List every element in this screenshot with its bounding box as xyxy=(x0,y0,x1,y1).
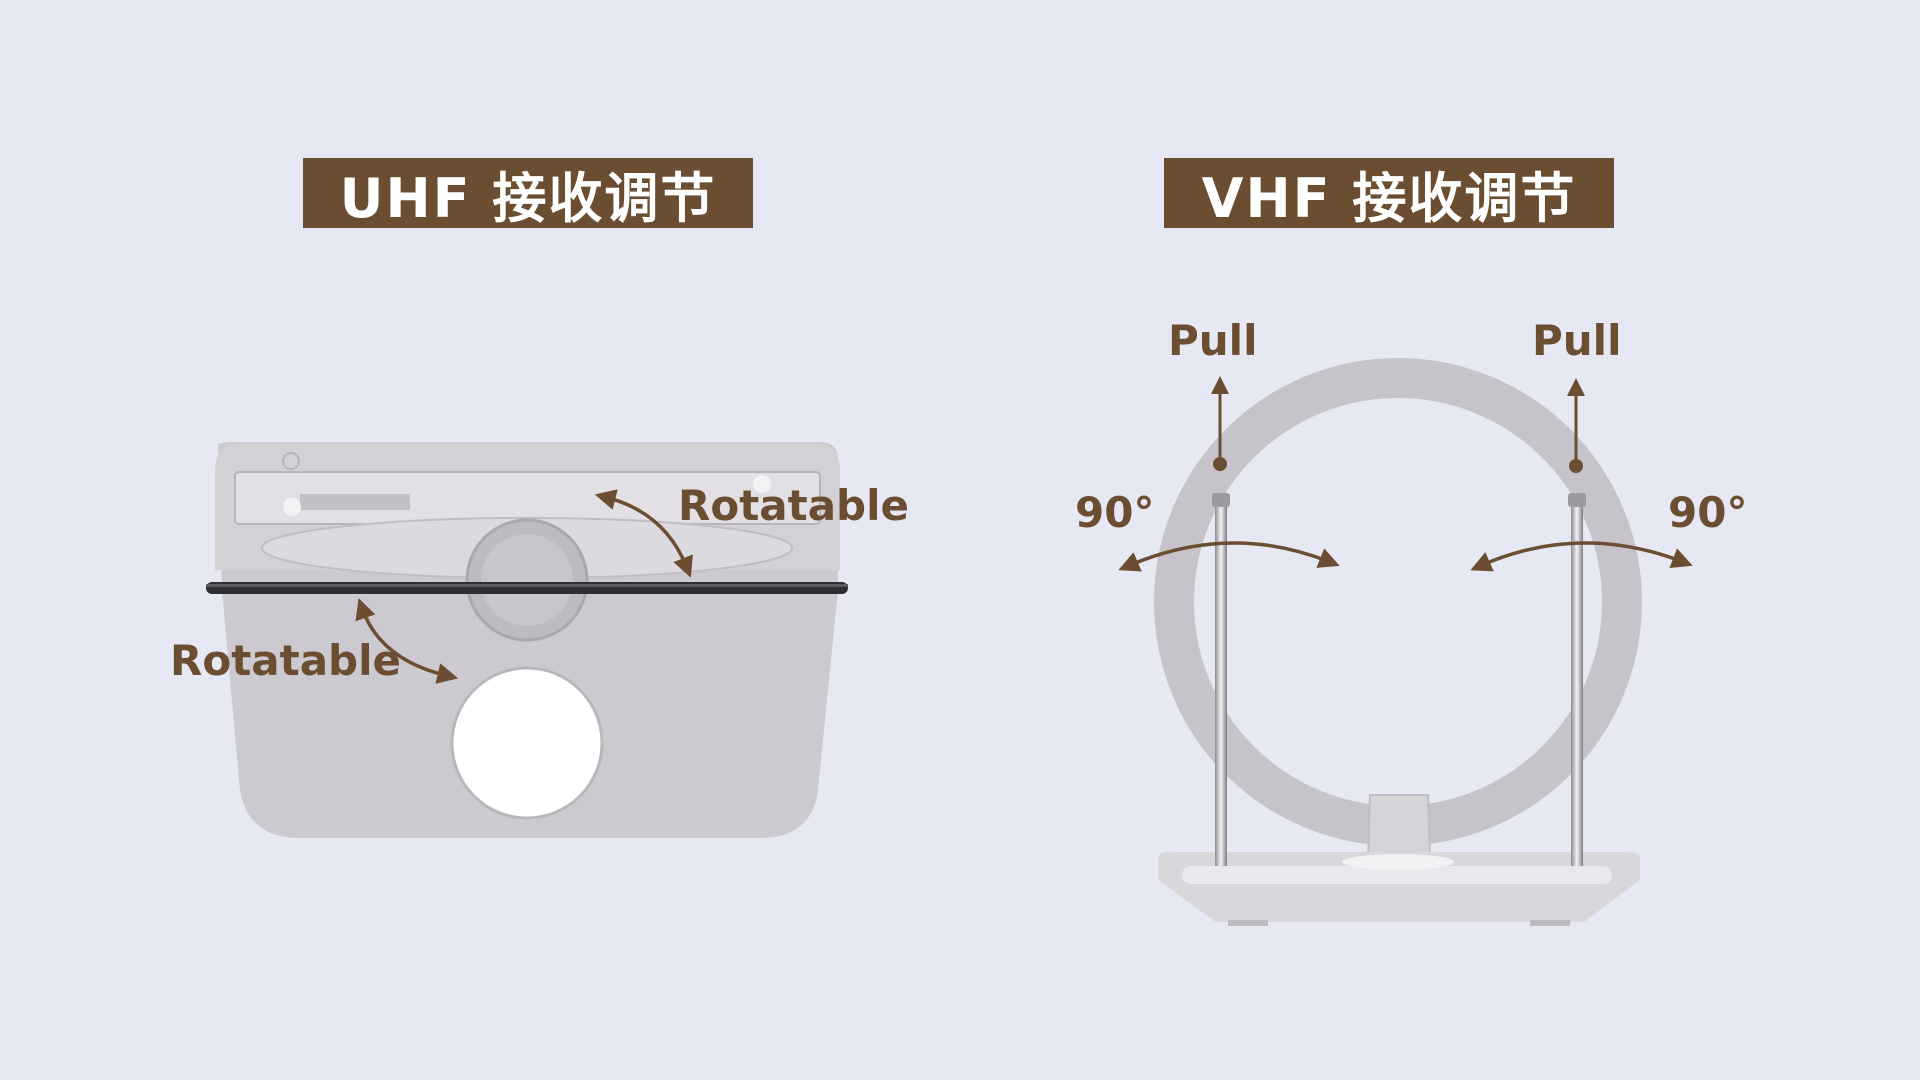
rotate-arrow-top xyxy=(594,489,693,578)
angle-label-right: 90° xyxy=(1668,488,1748,537)
vhf-title-banner: VHF 接收调节 xyxy=(1164,158,1614,230)
uhf-title-banner: UHF 接收调节 xyxy=(303,158,753,230)
vhf-antenna-device xyxy=(1154,358,1642,926)
swing-arrow-left xyxy=(1118,541,1340,572)
angle-label-left: 90° xyxy=(1075,488,1155,537)
rotatable-label-top: Rotatable xyxy=(678,481,909,530)
pull-label-left: Pull xyxy=(1168,316,1258,365)
rotatable-label-bottom: Rotatable xyxy=(170,636,401,685)
pull-arrow-right xyxy=(1567,378,1585,473)
rotate-arrow-bottom xyxy=(355,598,459,684)
vhf-title-text: VHF 接收调节 xyxy=(1201,166,1577,230)
swing-arrow-right xyxy=(1470,541,1693,572)
pull-label-right: Pull xyxy=(1532,316,1622,365)
uhf-title-text: UHF 接收调节 xyxy=(339,166,717,230)
pull-arrow-left xyxy=(1211,376,1229,471)
